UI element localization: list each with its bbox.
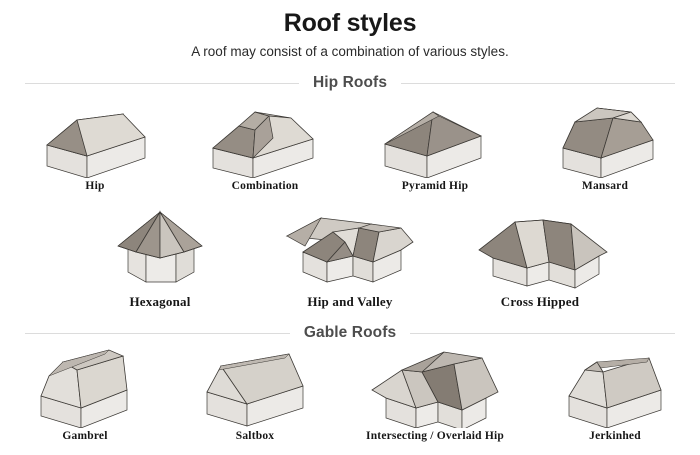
roof-label-cross-hipped: Cross Hipped (500, 294, 580, 309)
roof-label-jerkinhed: Jerkinhed (589, 430, 641, 442)
pyramid-hip-roof-illustration (384, 111, 483, 178)
section-title-hip-roofs: Hip Roofs (312, 74, 388, 91)
roof-figure-hip[interactable]: Hip (10, 96, 180, 192)
divider-left (25, 82, 299, 84)
jerkinhed-roof-illustration (568, 357, 662, 428)
roof-label-hip-and-valley: Hip and Valley (307, 294, 393, 309)
section-header-hip-roofs: Hip Roofs (0, 74, 700, 92)
roof-label-pyramid-hip: Pyramid Hip (401, 180, 469, 192)
saltbox-roof-illustration (206, 353, 304, 427)
roof-figure-intersecting-overlaid-hip[interactable]: Intersecting / Overlaid Hip (340, 348, 530, 442)
roof-row-hip-2: Hexagonal (0, 202, 700, 310)
section-title-gable-roofs: Gable Roofs (303, 324, 397, 341)
mansard-roof-illustration (562, 107, 654, 178)
page-subtitle: A roof may consist of a combination of v… (191, 44, 509, 59)
roof-figure-gambrel[interactable]: Gambrel (0, 348, 170, 442)
roof-label-combination: Combination (231, 180, 299, 192)
roof-row-hip-1: Hip Combination (0, 96, 700, 192)
header: Roof styles A roof may consist of a comb… (0, 0, 700, 60)
roof-label-hip: Hip (85, 180, 105, 192)
intersecting-overlaid-hip-roof-illustration (371, 351, 499, 428)
roof-figure-jerkinhed[interactable]: Jerkinhed (530, 348, 700, 442)
combination-roof-illustration (212, 111, 314, 178)
divider-right (401, 82, 675, 84)
hip-roof-illustration (46, 113, 146, 178)
divider-right (410, 332, 676, 334)
roof-figure-cross-hipped[interactable]: Cross Hipped (445, 202, 635, 310)
roof-figure-pyramid-hip[interactable]: Pyramid Hip (350, 96, 520, 192)
roof-label-saltbox: Saltbox (235, 430, 275, 442)
roof-row-gable-1: Gambrel Saltbox (0, 348, 700, 442)
cross-hipped-roof-illustration (478, 219, 608, 289)
roof-label-gambrel: Gambrel (62, 430, 108, 442)
roof-label-mansard: Mansard (581, 180, 629, 192)
hexagonal-roof-illustration (117, 210, 203, 283)
section-header-gable-roofs: Gable Roofs (0, 324, 700, 342)
roof-figure-hexagonal[interactable]: Hexagonal (65, 202, 255, 310)
page-title: Roof styles (283, 9, 417, 37)
gambrel-roof-illustration (40, 349, 128, 428)
roof-figure-mansard[interactable]: Mansard (520, 96, 690, 192)
roof-label-hexagonal: Hexagonal (129, 294, 191, 309)
roof-label-intersecting-overlaid-hip: Intersecting / Overlaid Hip (366, 430, 504, 442)
roof-figure-hip-and-valley[interactable]: Hip and Valley (255, 202, 445, 310)
roof-figure-saltbox[interactable]: Saltbox (170, 348, 340, 442)
roof-figure-combination[interactable]: Combination (180, 96, 350, 192)
divider-left (25, 332, 290, 334)
hip-and-valley-roof-illustration (285, 217, 414, 283)
